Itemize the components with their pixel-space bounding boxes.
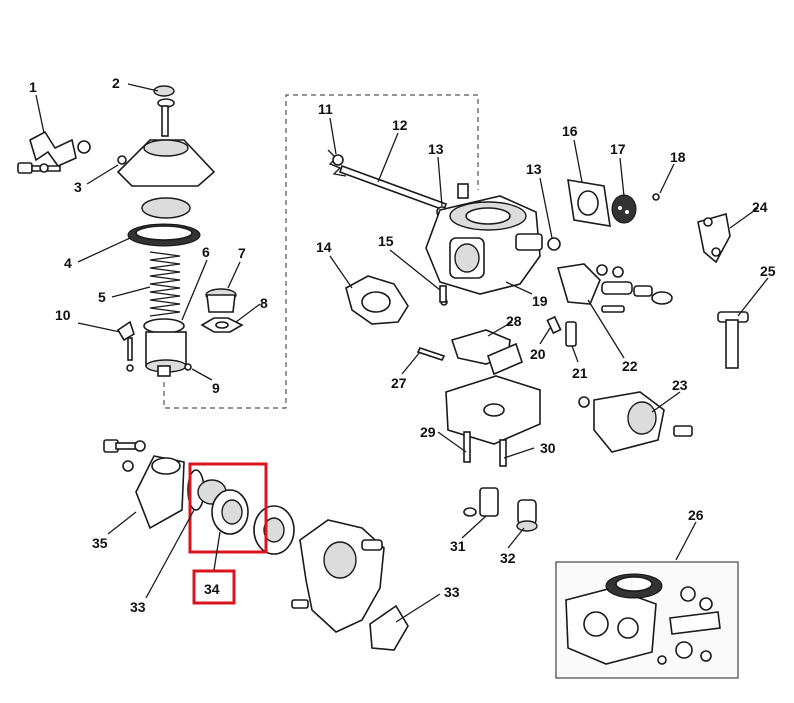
part-32-sleeve xyxy=(516,499,538,532)
callout-21: 21 xyxy=(572,365,588,381)
callout-7: 7 xyxy=(238,245,246,261)
float-bowl xyxy=(445,375,541,467)
callout-13a: 13 xyxy=(428,141,444,157)
part-28-float xyxy=(450,329,523,376)
part-27-pin xyxy=(416,347,446,361)
part-5-spring xyxy=(149,251,181,317)
part-16-gasket-plate xyxy=(567,179,611,227)
part-26-gasket-kit xyxy=(555,561,739,679)
part-6-housing xyxy=(143,318,187,377)
callout-23: 23 xyxy=(672,377,688,393)
part-2-cap xyxy=(153,85,175,137)
callout-33b: 33 xyxy=(444,584,460,600)
callout-2: 2 xyxy=(112,75,120,91)
callout-15: 15 xyxy=(378,233,394,249)
callout-32: 32 xyxy=(500,550,516,566)
callout-31: 31 xyxy=(450,538,466,554)
callout-35: 35 xyxy=(92,535,108,551)
callout-25: 25 xyxy=(760,263,776,279)
part-17-disc xyxy=(611,194,637,224)
callout-14: 14 xyxy=(316,239,332,255)
group-dashed-outline xyxy=(163,94,479,409)
callout-26: 26 xyxy=(688,507,704,523)
callout-29: 29 xyxy=(420,424,436,440)
callout-17: 17 xyxy=(610,141,626,157)
callout-12: 12 xyxy=(392,117,408,133)
callout-20: 20 xyxy=(530,346,546,362)
part-21-screw xyxy=(565,321,577,347)
part-4-diaphragm xyxy=(127,197,201,247)
part-18-pin xyxy=(652,193,660,201)
callout-3: 3 xyxy=(74,179,82,195)
part-11-return-spring xyxy=(327,149,347,177)
part-12-throttle-shaft xyxy=(338,164,448,212)
part-31-jet-holder xyxy=(463,487,499,517)
callout-4: 4 xyxy=(64,255,72,271)
callout-9: 9 xyxy=(212,380,220,396)
callout-16: 16 xyxy=(562,123,578,139)
highlight-box-label xyxy=(192,569,236,605)
leader-lines xyxy=(35,83,769,623)
part-33-gasket-b xyxy=(369,604,409,651)
callout-34: 34 xyxy=(204,581,220,597)
pump-cover-disc xyxy=(253,505,295,555)
part-24-link-arm xyxy=(697,212,731,264)
callout-30: 30 xyxy=(540,440,556,456)
part-35-elbow-housing xyxy=(135,455,185,530)
bolts-left xyxy=(103,439,146,472)
callout-33a: 33 xyxy=(130,599,146,615)
water-pump-body xyxy=(291,519,385,633)
callout-13b: 13 xyxy=(526,161,542,177)
callout-11: 11 xyxy=(318,101,333,117)
part-22-pump-lever xyxy=(556,263,673,313)
callout-labels: 1 2 3 4 5 6 7 8 9 10 11 12 13 13 14 15 1… xyxy=(29,75,776,615)
callout-19: 19 xyxy=(532,293,548,309)
part-23-accelerator-pump xyxy=(578,391,693,453)
part-34-thermostat xyxy=(197,479,249,535)
callout-6: 6 xyxy=(202,244,210,260)
callout-27: 27 xyxy=(391,375,407,391)
part-9-screw xyxy=(184,363,192,371)
callout-5: 5 xyxy=(98,289,106,305)
callout-18: 18 xyxy=(670,149,686,165)
part-13-washer-b xyxy=(547,237,561,251)
part-25-banjo-fitting xyxy=(717,311,749,369)
callout-8: 8 xyxy=(260,295,268,311)
part-20-screw xyxy=(546,315,562,335)
part-3-top-cover xyxy=(116,139,216,187)
part-10-clip xyxy=(116,320,135,372)
part-14-gasket xyxy=(345,275,409,325)
part-1-clip-bolt xyxy=(17,130,91,174)
callout-1: 1 xyxy=(29,79,37,95)
carburetor-body xyxy=(425,183,543,306)
highlight-box-part xyxy=(188,462,268,554)
callout-22: 22 xyxy=(622,358,638,374)
part-7-plug xyxy=(205,288,237,313)
part-15-jet xyxy=(439,285,447,303)
callout-24: 24 xyxy=(752,199,768,215)
callout-28: 28 xyxy=(506,313,522,329)
part-8-star-washer xyxy=(200,317,244,333)
callout-10: 10 xyxy=(55,307,71,323)
